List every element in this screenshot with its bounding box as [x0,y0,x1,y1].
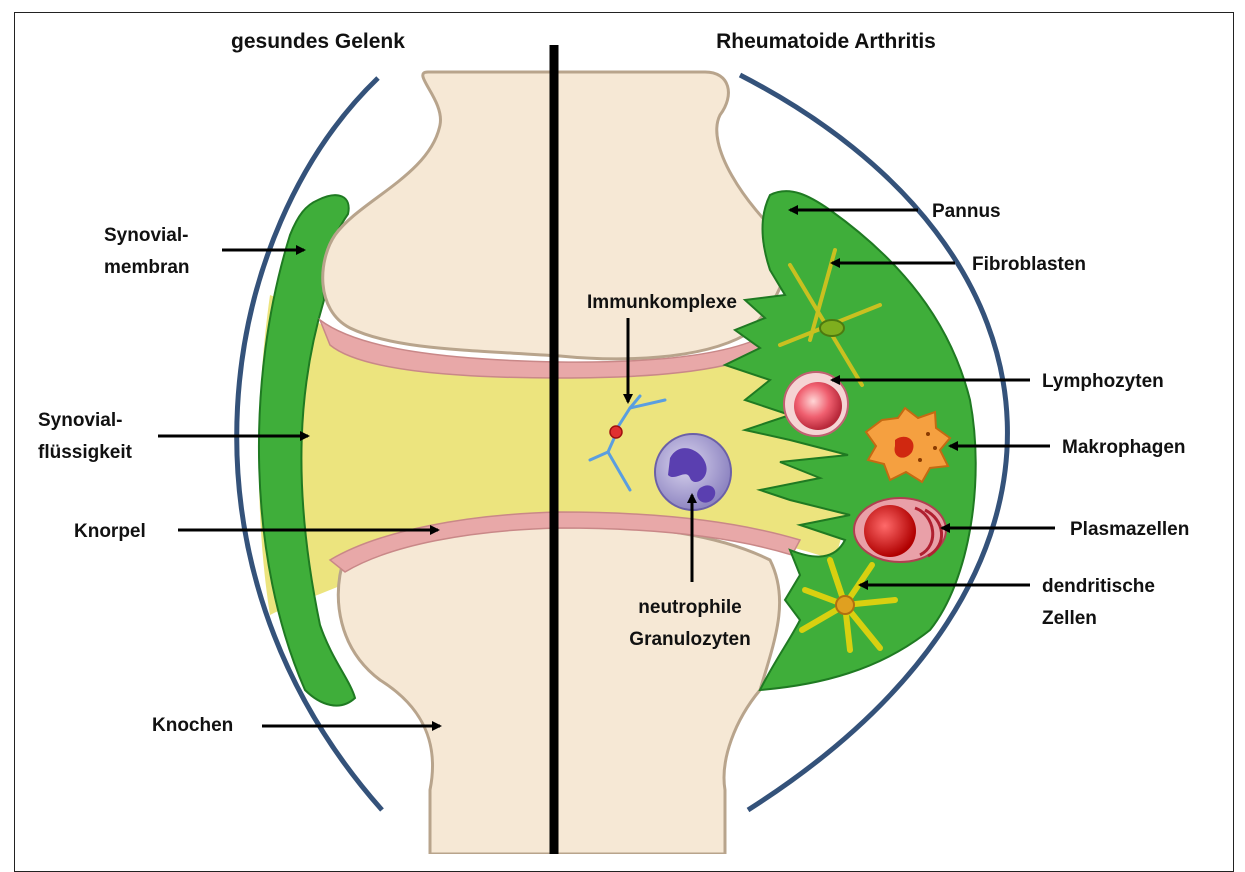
title-healthy-joint: gesundes Gelenk [231,30,405,53]
lower-bone [338,524,779,854]
label-synovial-fluid-line2: flüssigkeit [38,442,133,463]
label-synovial-membrane-line2: membran [104,257,190,278]
label-fibroblasts: Fibroblasten [972,254,1086,275]
label-plasma-cells: Plasmazellen [1070,519,1189,540]
title-rheumatoid-arthritis: Rheumatoide Arthritis [716,30,936,53]
label-neutrophils-line2: Granulozyten [629,629,750,650]
label-macrophages: Makrophagen [1062,437,1186,458]
label-pannus: Pannus [932,201,1001,222]
label-lymphocytes: Lymphozyten [1042,371,1164,392]
label-synovial-fluid-line1: Synovial- [38,410,122,431]
label-neutrophils-line1: neutrophile [638,597,741,618]
joint-diagram: gesundes Gelenk Rheumatoide Arthritis Sy… [0,0,1245,854]
plasma-cell [854,498,946,562]
label-bone: Knochen [152,715,233,736]
label-synovial-membrane-line1: Synovial- [104,225,188,246]
label-dendritic-cells-line1: dendritische [1042,576,1155,597]
label-cartilage: Knorpel [74,521,146,542]
label-dendritic-cells-line2: Zellen [1042,608,1097,629]
label-immune-complexes: Immunkomplexe [587,292,737,313]
lymphocyte-cell [784,372,848,436]
